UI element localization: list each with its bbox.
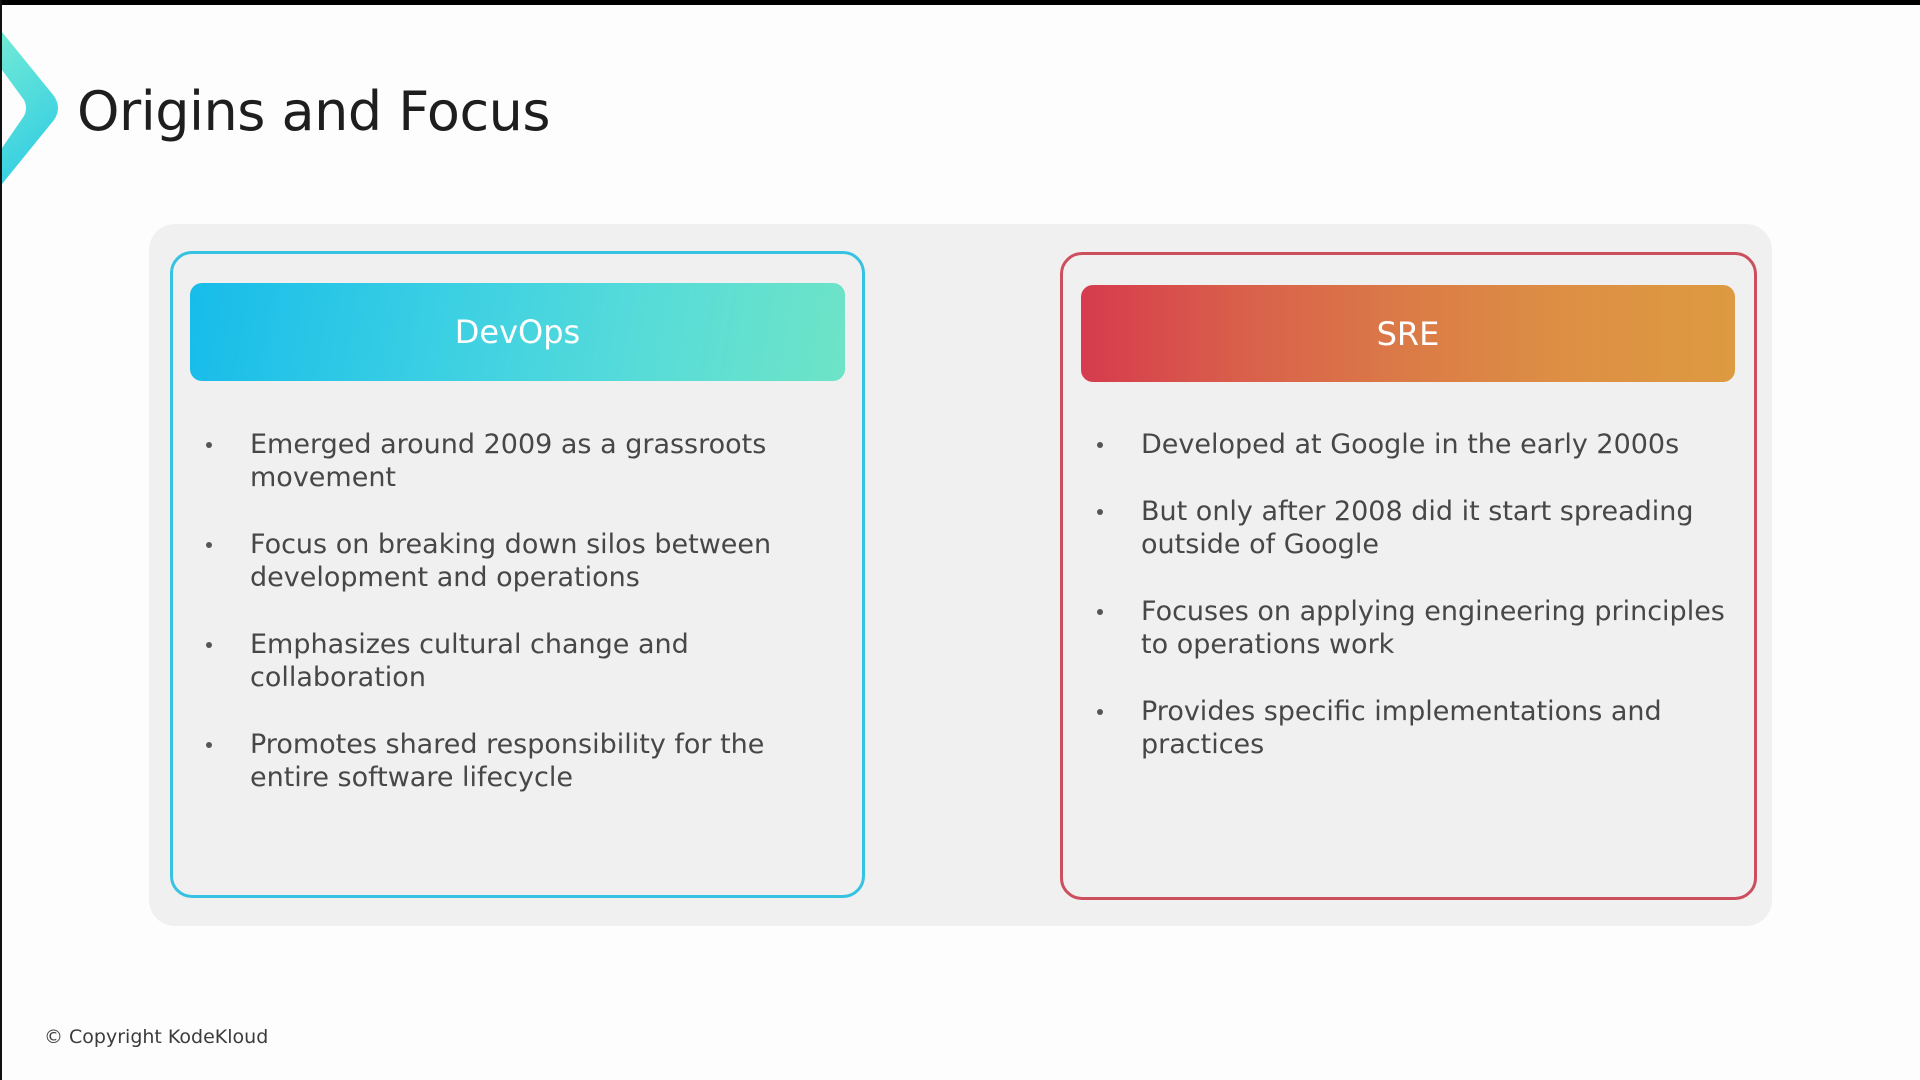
sre-heading: SRE: [1376, 314, 1440, 353]
sre-bullet-list: Developed at Google in the early 2000s B…: [1091, 428, 1731, 795]
devops-bullet-list: Emerged around 2009 as a grassroots move…: [200, 428, 840, 828]
list-item: Focus on breaking down silos between dev…: [200, 528, 840, 594]
copyright-footer: © Copyright KodeKloud: [44, 1026, 269, 1048]
list-item: Emphasizes cultural change and collabora…: [200, 628, 840, 694]
list-item: Provides specific implementations and pr…: [1091, 695, 1731, 761]
list-item: Focuses on applying engineering principl…: [1091, 595, 1731, 661]
bullet-text: Developed at Google in the early 2000s: [1141, 429, 1680, 460]
bullet-icon: [206, 642, 212, 648]
slide-title: Origins and Focus: [77, 80, 551, 143]
bullet-text: Focus on breaking down silos between dev…: [250, 529, 772, 593]
chevron-right-icon: [2, 32, 58, 184]
bullet-text: Provides specific implementations and pr…: [1141, 696, 1662, 760]
top-border: [0, 0, 1920, 5]
bullet-icon: [206, 442, 212, 448]
bullet-text: Focuses on applying engineering principl…: [1141, 596, 1725, 660]
left-border: [0, 0, 2, 1080]
sre-header: SRE: [1081, 285, 1735, 382]
bullet-text: But only after 2008 did it start spreadi…: [1141, 496, 1694, 560]
list-item: But only after 2008 did it start spreadi…: [1091, 495, 1731, 561]
bullet-icon: [1097, 709, 1103, 715]
bullet-icon: [206, 542, 212, 548]
devops-heading: DevOps: [454, 313, 581, 351]
bullet-icon: [1097, 442, 1103, 448]
list-item: Developed at Google in the early 2000s: [1091, 428, 1731, 461]
bullet-text: Emerged around 2009 as a grassroots move…: [250, 429, 767, 493]
bullet-icon: [1097, 609, 1103, 615]
bullet-text: Promotes shared responsibility for the e…: [250, 729, 765, 793]
list-item: Promotes shared responsibility for the e…: [200, 728, 840, 794]
list-item: Emerged around 2009 as a grassroots move…: [200, 428, 840, 494]
bullet-icon: [1097, 509, 1103, 515]
devops-header: DevOps: [190, 283, 845, 381]
bullet-icon: [206, 742, 212, 748]
bullet-text: Emphasizes cultural change and collabora…: [250, 629, 689, 693]
